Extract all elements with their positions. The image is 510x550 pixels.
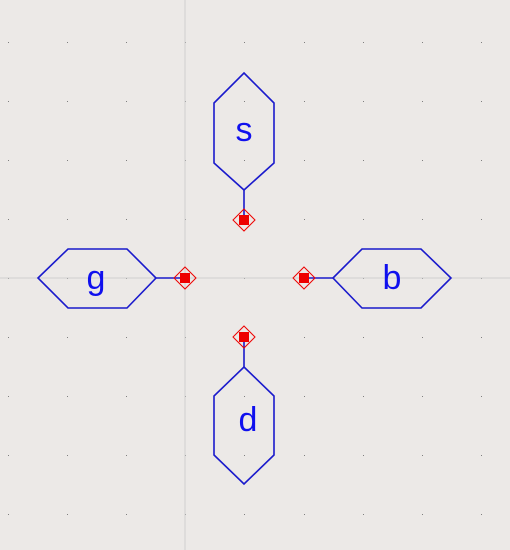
grid-dot [304, 396, 305, 397]
grid-dot [67, 337, 68, 338]
grid-dot [422, 219, 423, 220]
grid-dot [8, 455, 9, 456]
grid-dot [422, 160, 423, 161]
pin-d-connector[interactable] [232, 325, 256, 349]
grid-dot [126, 455, 127, 456]
grid-dot [422, 337, 423, 338]
grid-dot [481, 219, 482, 220]
grid-dot [363, 101, 364, 102]
grid-dot [481, 514, 482, 515]
grid-dot [126, 514, 127, 515]
grid-dot [67, 514, 68, 515]
grid-dot [363, 219, 364, 220]
grid-dot [67, 219, 68, 220]
grid-dot [363, 455, 364, 456]
grid-dot [244, 396, 245, 397]
grid-dot [304, 101, 305, 102]
grid-dot [304, 514, 305, 515]
grid-dot [244, 160, 245, 161]
grid-dot [481, 42, 482, 43]
grid-dot [126, 396, 127, 397]
grid-dot [244, 101, 245, 102]
grid-dot [304, 455, 305, 456]
grid-dot [422, 514, 423, 515]
grid-dot [481, 396, 482, 397]
grid-dot [126, 219, 127, 220]
pin-d-label: d [239, 401, 258, 439]
grid-dot [363, 42, 364, 43]
grid-dot [422, 396, 423, 397]
grid-dot [422, 101, 423, 102]
grid-dot [8, 396, 9, 397]
grid-dot [67, 455, 68, 456]
grid-dot [363, 514, 364, 515]
grid-dot [67, 42, 68, 43]
grid-dot [126, 101, 127, 102]
pin-s[interactable]: s [213, 71, 275, 232]
grid-dot [126, 337, 127, 338]
grid-dot [244, 42, 245, 43]
pin-d[interactable]: d [213, 325, 275, 486]
pin-b-connector[interactable] [292, 266, 316, 290]
grid-dot [481, 337, 482, 338]
grid-dot [8, 101, 9, 102]
grid-dot [481, 160, 482, 161]
grid-dot [8, 219, 9, 220]
grid-dot [244, 514, 245, 515]
grid-dot [126, 160, 127, 161]
grid-dot [363, 396, 364, 397]
grid-dot [481, 455, 482, 456]
grid-dot [304, 42, 305, 43]
pin-g[interactable]: g [36, 248, 197, 309]
grid-dot [244, 455, 245, 456]
grid-dot [481, 101, 482, 102]
pin-b[interactable]: b [292, 248, 453, 309]
pin-g-label: g [87, 259, 106, 297]
grid-dot [422, 42, 423, 43]
grid-dot [8, 160, 9, 161]
grid-dot [8, 514, 9, 515]
grid-dot [422, 455, 423, 456]
pin-g-connector[interactable] [173, 266, 197, 290]
pin-s-connector[interactable] [232, 208, 256, 232]
pin-b-outline [331, 248, 453, 309]
grid-dot [304, 337, 305, 338]
grid-dot [67, 396, 68, 397]
grid-dot [363, 337, 364, 338]
grid-dot [8, 337, 9, 338]
grid-dot [363, 160, 364, 161]
grid-dot [67, 101, 68, 102]
grid-dot [8, 42, 9, 43]
grid-dot [67, 160, 68, 161]
pin-s-label: s [236, 111, 253, 149]
pin-b-label: b [383, 259, 402, 297]
grid-dot [126, 42, 127, 43]
pin-d-outline [213, 365, 275, 486]
grid-dot [304, 219, 305, 220]
grid-dot [304, 160, 305, 161]
